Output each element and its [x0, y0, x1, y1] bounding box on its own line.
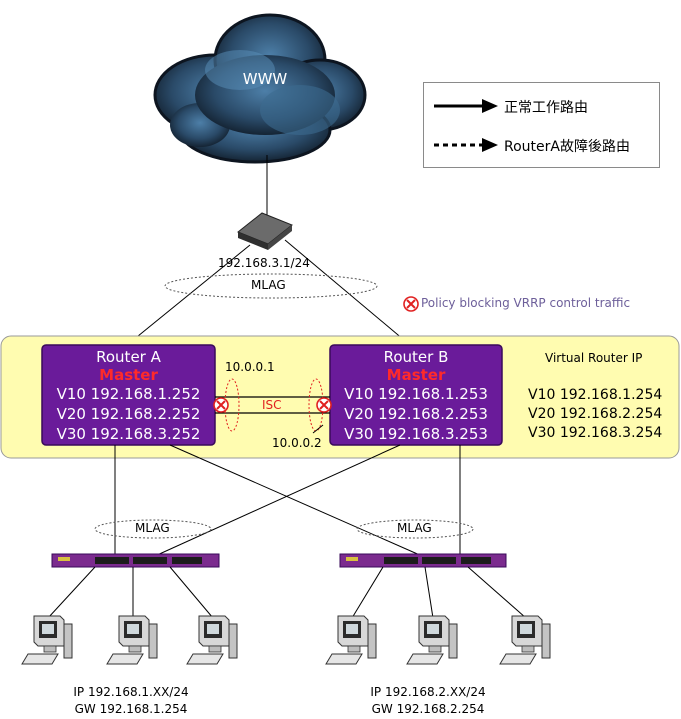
router-b-name: Router B — [383, 348, 449, 366]
internet-cloud-icon — [153, 13, 367, 164]
virtual-router-title: Virtual Router IP — [545, 351, 643, 365]
switch-left-icon — [51, 553, 220, 568]
router-b-v30: V30 192.168.3.253 — [344, 425, 488, 443]
pc-icon — [406, 615, 458, 665]
router-b-role: Master — [386, 366, 446, 384]
router-a: Router A Master V10 192.168.1.252 V20 19… — [42, 347, 215, 444]
router-a-name: Router A — [96, 348, 161, 366]
policy-note: Policy blocking VRRP control traffic — [421, 296, 631, 310]
isc-block-right-icon — [316, 397, 332, 413]
subnet-left-ip: IP 192.168.1.XX/24 — [73, 685, 189, 699]
mlag-top-label: MLAG — [251, 278, 286, 292]
router-a-v10: V10 192.168.1.252 — [56, 385, 201, 403]
subnet-left-gw: GW 192.168.1.254 — [74, 702, 188, 716]
solid-arrow-icon — [434, 99, 498, 113]
router-b: Router B Master V10 192.168.1.253 V20 19… — [330, 347, 502, 444]
virtual-router-v20: V20 192.168.2.254 — [528, 406, 663, 422]
dashed-arrow-icon — [434, 138, 498, 152]
subnet-left: IP 192.168.1.XX/24 GW 192.168.1.254 — [56, 684, 206, 718]
edge-router-icon — [237, 212, 293, 250]
mlag-right-label: MLAG — [397, 521, 432, 535]
isc-ip-b: 10.0.0.2 — [272, 436, 322, 450]
pc-icon — [186, 615, 238, 665]
isc-block-left-icon — [213, 397, 229, 413]
legend: 正常工作路由 RouterA故障後路由 — [423, 82, 660, 168]
legend-normal-route: 正常工作路由 — [504, 100, 588, 116]
edge-router-ip: 192.168.3.1/24 — [218, 256, 310, 270]
isc-ip-a: 10.0.0.1 — [225, 360, 275, 374]
router-a-box — [41, 344, 216, 446]
pc-icon — [106, 615, 158, 665]
switch-right-icon — [339, 553, 507, 568]
mlag-left-label: MLAG — [135, 521, 170, 535]
virtual-router-v10: V10 192.168.1.254 — [528, 387, 663, 403]
cloud-label: WWW — [242, 70, 288, 88]
router-a-v30: V30 192.168.3.252 — [56, 425, 201, 443]
pc-icon — [21, 615, 73, 665]
isc-label: ISC — [262, 398, 282, 412]
pc-icon — [499, 615, 551, 665]
subnet-right-ip: IP 192.168.2.XX/24 — [370, 685, 486, 699]
legend-failover-route: RouterA故障後路由 — [504, 139, 630, 155]
virtual-router-v30: V30 192.168.3.254 — [528, 425, 663, 441]
router-b-v10: V10 192.168.1.253 — [344, 385, 488, 403]
router-b-box — [329, 344, 503, 446]
router-b-v20: V20 192.168.2.253 — [344, 405, 488, 423]
subnet-right: IP 192.168.2.XX/24 GW 192.168.2.254 — [353, 684, 503, 718]
virtual-router-ips: V10 192.168.1.254 V20 192.168.2.254 V30 … — [528, 386, 662, 443]
pc-icon — [325, 615, 377, 665]
subnet-right-gw: GW 192.168.2.254 — [371, 702, 485, 716]
blocked-icon — [403, 296, 419, 312]
router-a-role: Master — [99, 366, 158, 384]
router-a-v20: V20 192.168.2.252 — [56, 405, 201, 423]
